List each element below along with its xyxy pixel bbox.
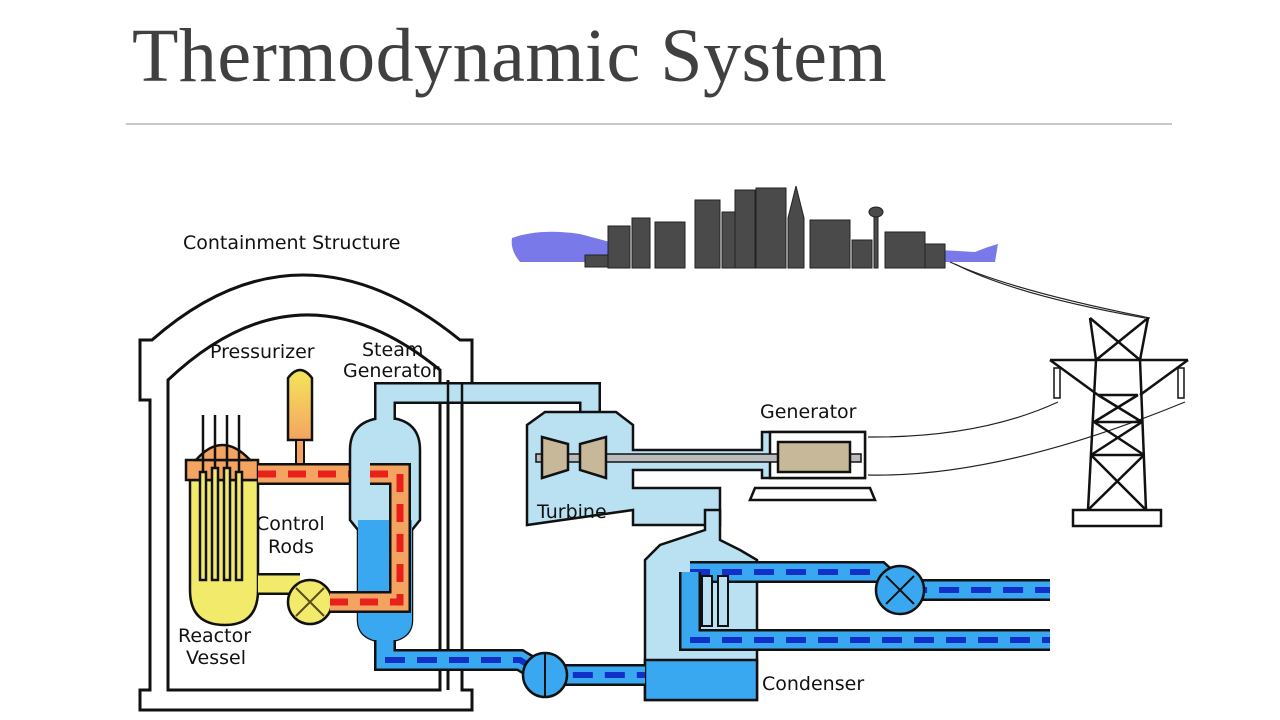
city-skyline bbox=[511, 185, 998, 269]
hot-loop-flow bbox=[330, 470, 404, 606]
reactor-vessel bbox=[184, 415, 260, 627]
label-steam-generator-1: Steam bbox=[362, 339, 423, 361]
steam-pipe bbox=[374, 382, 601, 690]
label-reactor-vessel-2: Vessel bbox=[186, 647, 246, 669]
cooling-water-loop bbox=[679, 561, 1050, 651]
transmission-tower bbox=[1049, 317, 1189, 528]
label-condenser: Condenser bbox=[762, 673, 864, 695]
power-lines bbox=[867, 261, 1186, 476]
pressurizer bbox=[286, 368, 314, 471]
label-reactor-vessel-1: Reactor bbox=[178, 625, 251, 647]
feedwater-loop bbox=[374, 640, 645, 699]
label-generator: Generator bbox=[760, 401, 857, 423]
label-containment: Containment Structure bbox=[183, 232, 400, 254]
label-turbine: Turbine bbox=[536, 501, 607, 523]
label-steam-generator-2: Generator bbox=[343, 360, 440, 382]
label-control-rods-2: Rods bbox=[268, 536, 314, 558]
label-control-rods-1: Control bbox=[256, 513, 325, 535]
title-divider bbox=[126, 123, 1172, 125]
label-pressurizer: Pressurizer bbox=[210, 341, 315, 363]
turbine bbox=[525, 410, 877, 527]
slide-title: Thermodynamic System bbox=[132, 14, 888, 98]
